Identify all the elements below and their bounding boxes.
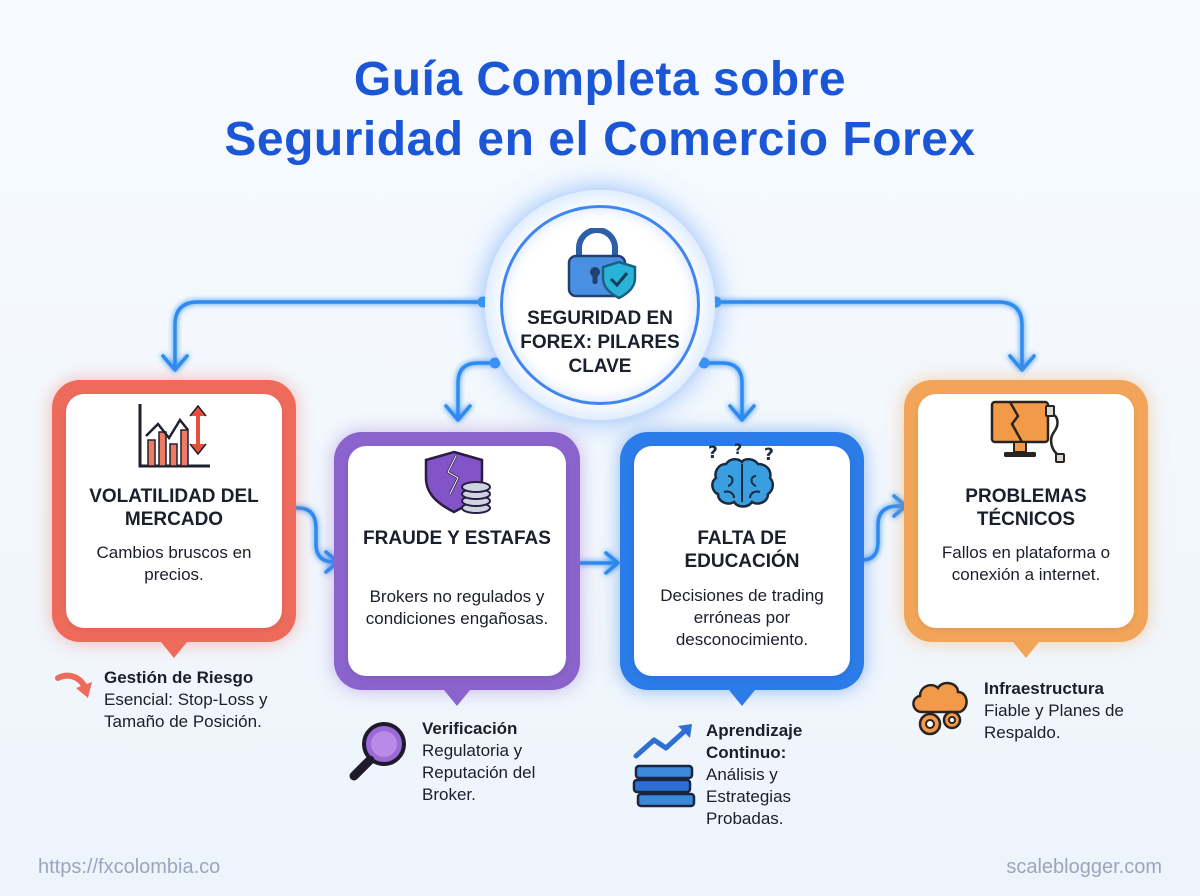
note-verification-body: Regulatoria y Reputación del Broker. xyxy=(422,741,536,804)
volatile-chart-icon xyxy=(138,404,210,468)
card-volatility xyxy=(52,380,296,658)
node-dot xyxy=(489,357,501,369)
arrowhead-volatility xyxy=(161,354,189,372)
title-line-2: Seguridad en el Comercio Forex xyxy=(224,113,976,166)
arrowhead-fraud-education xyxy=(604,551,620,575)
footer-source-url: https://fxcolombia.co xyxy=(38,856,221,878)
note-continuous-learning-title: Aprendizaje Continuo: xyxy=(706,721,803,762)
card-fraud-description: Brokers no regulados y condiciones engañ… xyxy=(365,587,549,628)
connector-to-technical xyxy=(714,300,1024,370)
connector-volatility-fraud xyxy=(290,506,338,564)
note-infrastructure-body: Fiable y Planes de Respaldo. xyxy=(984,701,1124,742)
arrowhead-fraud xyxy=(444,404,472,422)
note-risk-management: Gestión de Riesgo Esencial: Stop-Loss y … xyxy=(104,667,304,733)
card-education-pointer xyxy=(729,690,755,706)
note-risk-management-title: Gestión de Riesgo xyxy=(104,668,254,687)
connector-to-fraud xyxy=(456,361,497,420)
card-technical-description: Fallos en plataforma o conexión a intern… xyxy=(941,543,1111,584)
connector-to-education xyxy=(702,361,744,420)
node-dot xyxy=(698,357,710,369)
curved-arrow-icon xyxy=(55,672,92,698)
card-technical-pointer xyxy=(1013,642,1039,658)
card-fraud-pointer xyxy=(444,690,470,706)
padlock-shield-icon xyxy=(567,228,637,300)
card-volatility-title: VOLATILIDAD DEL MERCADO xyxy=(89,486,259,530)
arrowhead-education xyxy=(728,404,756,422)
connector-education-technical xyxy=(856,504,906,562)
arrowhead-technical xyxy=(1008,354,1036,372)
note-continuous-learning-body: Análisis y Estrategias Probadas. xyxy=(706,765,792,828)
center-hub xyxy=(500,205,700,405)
card-education-description: Decisiones de trading erróneas por desco… xyxy=(660,586,824,649)
broken-monitor-cable-icon xyxy=(990,400,1065,463)
svg-text:?: ? xyxy=(764,445,774,465)
card-education-title: FALTA DE EDUCACIÓN xyxy=(684,528,800,572)
center-label: SEGURIDAD EN FOREX: PILARES CLAVE xyxy=(520,308,680,377)
note-verification: Verificación Regulatoria y Reputación de… xyxy=(422,718,572,806)
note-infrastructure: Infraestructura Fiable y Planes de Respa… xyxy=(984,678,1174,744)
note-infrastructure-title: Infraestructura xyxy=(984,679,1104,698)
note-continuous-learning: Aprendizaje Continuo: Análisis y Estrate… xyxy=(706,720,856,830)
note-verification-title: Verificación xyxy=(422,719,518,738)
connector-to-volatility xyxy=(173,300,485,370)
card-volatility-panel xyxy=(66,394,282,628)
card-technical-title: PROBLEMAS TÉCNICOS xyxy=(965,486,1087,530)
brain-question-icon: ? ? ? xyxy=(708,442,774,508)
card-volatility-description: Cambios bruscos en precios. xyxy=(96,543,252,584)
title-line-1: Guía Completa sobre xyxy=(353,53,847,106)
trend-books-icon xyxy=(632,724,696,808)
svg-text:?: ? xyxy=(734,442,742,458)
magnifier-icon xyxy=(349,722,406,781)
svg-text:?: ? xyxy=(708,443,718,463)
broken-shield-coins-icon xyxy=(424,450,491,514)
card-fraud-title: FRAUDE Y ESTAFAS xyxy=(363,528,551,549)
footer-credit: scaleblogger.com xyxy=(1006,856,1162,878)
card-volatility-pointer xyxy=(161,642,187,658)
note-risk-management-body: Esencial: Stop-Loss y Tamaño de Posición… xyxy=(104,690,268,731)
cloud-gears-icon xyxy=(912,681,968,736)
page-title: Guía Completa sobre Seguridad en el Come… xyxy=(0,50,1200,170)
